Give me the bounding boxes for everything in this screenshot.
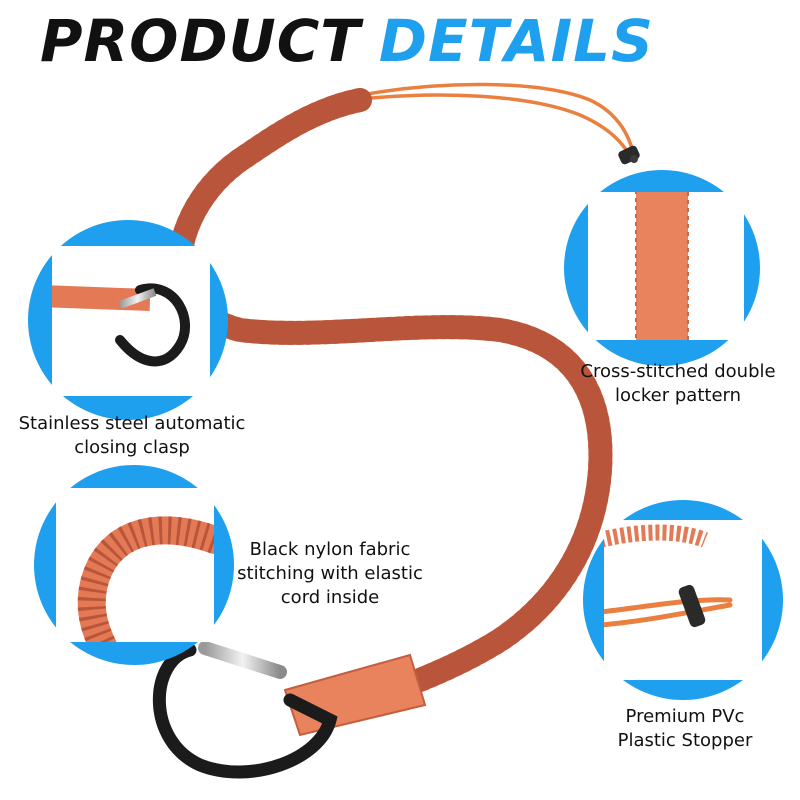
bottom-carabiner [152, 641, 338, 779]
callout-stitch-label: Cross-stitched double locker pattern [580, 361, 776, 406]
title-word-product: PRODUCT [40, 7, 361, 75]
callout-clasp-image [28, 220, 228, 420]
title-word-details: DETAILS [378, 7, 654, 75]
callout-stopper-image [583, 500, 783, 700]
top-cord-stopper [618, 145, 640, 165]
top-cord-loop [350, 82, 636, 162]
callout-fabric-label: Black nylon fabric stitching with elasti… [237, 539, 423, 608]
callout-stitch-image [564, 170, 760, 366]
elastic-cord [167, 88, 613, 702]
callout-fabric-image [34, 465, 234, 665]
bottom-webbing [283, 653, 427, 737]
callout-stopper-label: Premium PVc Plastic Stopper [617, 706, 753, 751]
callout-clasp-label: Stainless steel automatic closing clasp [18, 413, 246, 458]
